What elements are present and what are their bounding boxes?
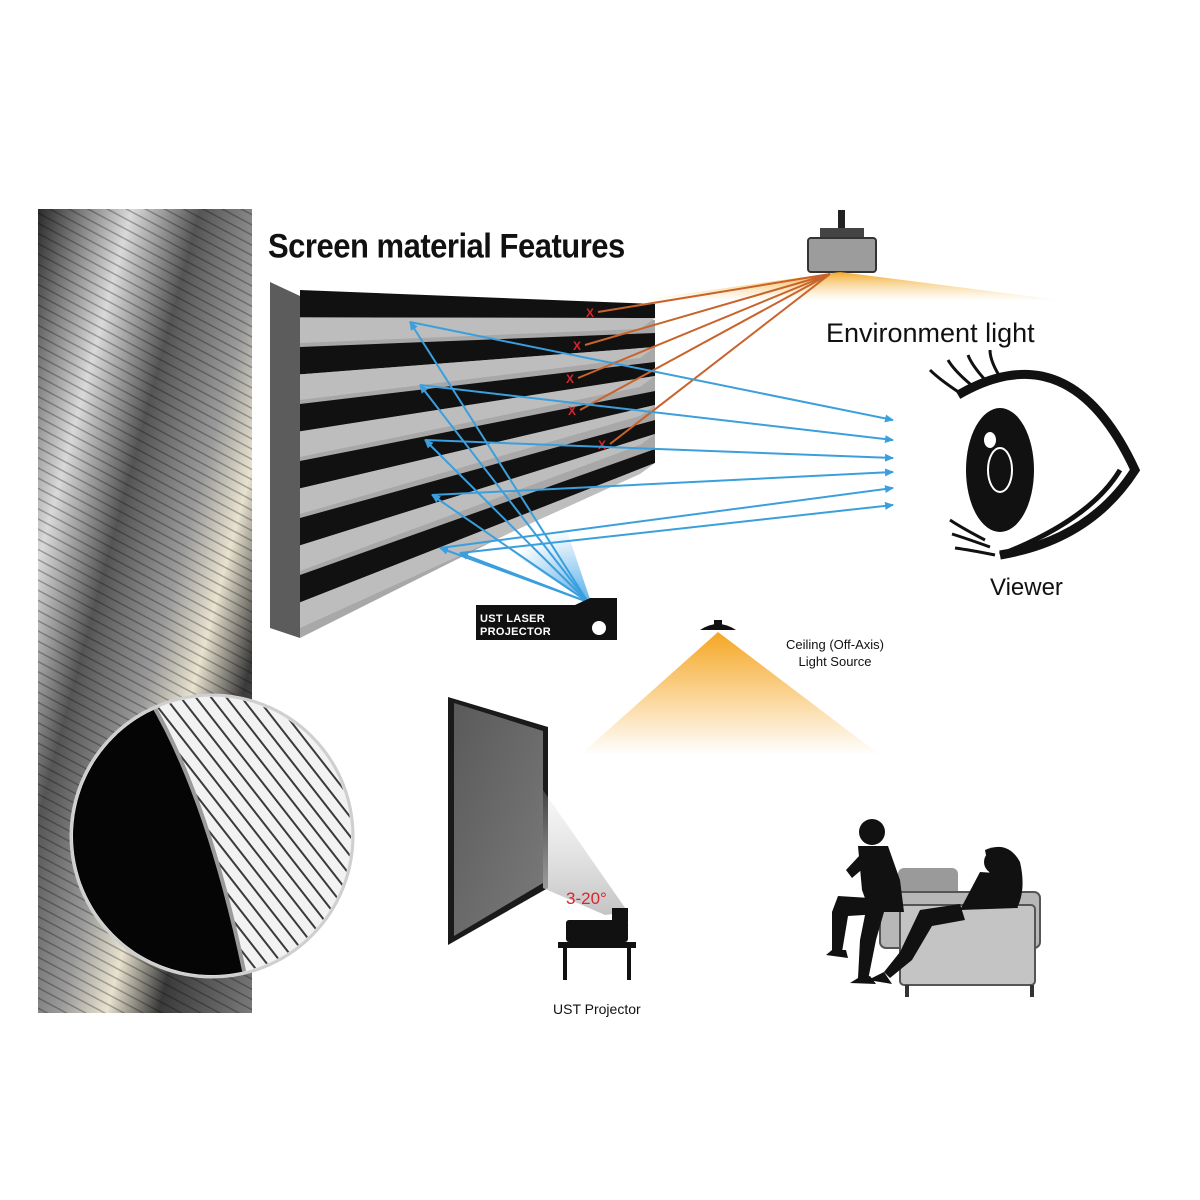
screen-rib-light [300,433,655,571]
screen-rib-dark [300,391,655,489]
laser-beam-glow [500,525,592,605]
projected-light-rays [409,321,894,603]
throw-angle-label: 3-20° [566,889,607,908]
reflected-ray [459,501,894,554]
absorbed-mark: X [586,306,594,320]
environment-light-label: Environment light [826,318,1035,348]
screen-rib-light [300,375,655,457]
ceiling-projector-icon [807,210,877,273]
ust-laser-line-1: UST LASER [480,613,546,625]
ceiling-lamp-icon [580,620,880,755]
reflected-ray [419,384,894,444]
reflected-ray [431,468,894,496]
laser-ray [409,321,589,603]
absorbed-light-marks: X X X X X [566,306,606,452]
seated-woman-icon [868,846,1023,984]
environment-light-beam [640,272,1060,300]
projector-beam [543,790,628,915]
ust-projector-label: UST Projector [553,1001,641,1017]
reflected-ray [439,485,894,549]
screen-rib-dark [300,333,655,375]
laser-ray [459,552,589,603]
seated-man-icon [826,819,904,984]
laser-ray [431,494,589,603]
orange-ray [609,273,831,445]
material-zoom-circle [69,693,355,979]
environment-light-rays [577,273,831,445]
screen-rib-light [300,317,655,343]
screen-rib-dark [300,362,655,432]
material-texture-strip [38,209,252,1013]
laser-ray [419,384,589,603]
viewer-label: Viewer [990,574,1063,601]
screen-rib-dark [300,420,655,546]
ust-laser-line-2: PROJECTOR [480,626,551,638]
eye-icon [928,349,1141,560]
orange-ray [584,273,831,346]
ceiling-line-2: Light Source [798,654,872,669]
ceiling-light-label: Ceiling (Off-Axis) Light Source [770,636,900,670]
orange-ray [577,273,831,379]
laser-ray [424,439,589,603]
orange-ray [579,273,831,411]
ceiling-line-1: Ceiling (Off-Axis) [785,637,884,652]
absorbed-mark: X [598,438,606,452]
screen-rib-light [300,462,655,628]
absorbed-mark: X [573,339,581,353]
ust-laser-projector-label: UST LASER PROJECTOR [480,613,570,639]
reflected-ray [424,439,894,462]
reflected-ray [409,321,894,423]
ust-projector-icon [558,908,636,980]
ust-laser-projector-icon [476,598,617,640]
screen-rib-dark [300,290,655,318]
orange-ray [597,273,831,313]
diagram-title: Screen material Features [268,226,625,266]
screen-cross-section [270,282,655,638]
absorbed-mark: X [566,372,574,386]
absorbed-mark: X [568,404,576,418]
screen-icon [448,697,548,945]
screen-rib-light [300,346,655,400]
